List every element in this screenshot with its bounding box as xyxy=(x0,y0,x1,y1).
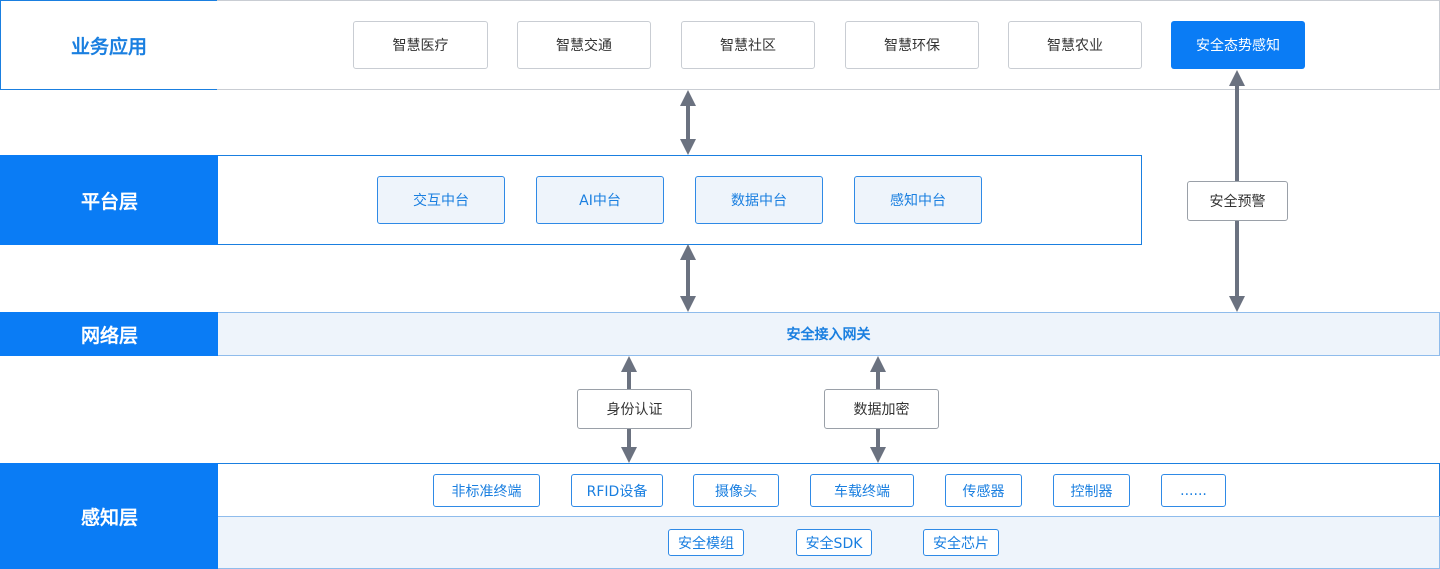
app-smart-community[interactable]: 智慧社区 xyxy=(681,21,815,69)
app-security-situation[interactable]: 安全态势感知 xyxy=(1171,21,1305,69)
app-smart-agriculture[interactable]: 智慧农业 xyxy=(1008,21,1142,69)
device-rfid[interactable]: RFID设备 xyxy=(571,474,663,507)
platform-interaction[interactable]: 交互中台 xyxy=(377,176,505,224)
perception-layer-label: 感知层 xyxy=(0,463,219,569)
device-controller[interactable]: 控制器 xyxy=(1053,474,1130,507)
identity-auth-tag: 身份认证 xyxy=(577,389,692,429)
security-warning-tag: 安全预警 xyxy=(1187,181,1288,221)
device-more[interactable]: ...... xyxy=(1161,474,1226,507)
device-vehicle-terminal[interactable]: 车载终端 xyxy=(810,474,914,507)
app-smart-medical[interactable]: 智慧医疗 xyxy=(353,21,488,69)
platform-data[interactable]: 数据中台 xyxy=(695,176,823,224)
platform-ai[interactable]: AI中台 xyxy=(536,176,664,224)
device-nonstandard-terminal[interactable]: 非标准终端 xyxy=(433,474,540,507)
platform-layer-panel xyxy=(218,155,1142,245)
security-sdk[interactable]: 安全SDK xyxy=(796,529,872,556)
device-camera[interactable]: 摄像头 xyxy=(693,474,779,507)
data-encryption-tag: 数据加密 xyxy=(824,389,939,429)
device-sensor[interactable]: 传感器 xyxy=(945,474,1022,507)
platform-perception[interactable]: 感知中台 xyxy=(854,176,982,224)
security-chip[interactable]: 安全芯片 xyxy=(923,529,999,556)
platform-layer-label: 平台层 xyxy=(0,155,219,245)
app-smart-transport[interactable]: 智慧交通 xyxy=(517,21,651,69)
network-layer-label: 网络层 xyxy=(0,312,219,356)
security-gateway[interactable]: 安全接入网关 xyxy=(218,312,1440,356)
business-layer-label: 业务应用 xyxy=(0,0,218,90)
security-module[interactable]: 安全模组 xyxy=(668,529,744,556)
app-smart-environment[interactable]: 智慧环保 xyxy=(845,21,979,69)
